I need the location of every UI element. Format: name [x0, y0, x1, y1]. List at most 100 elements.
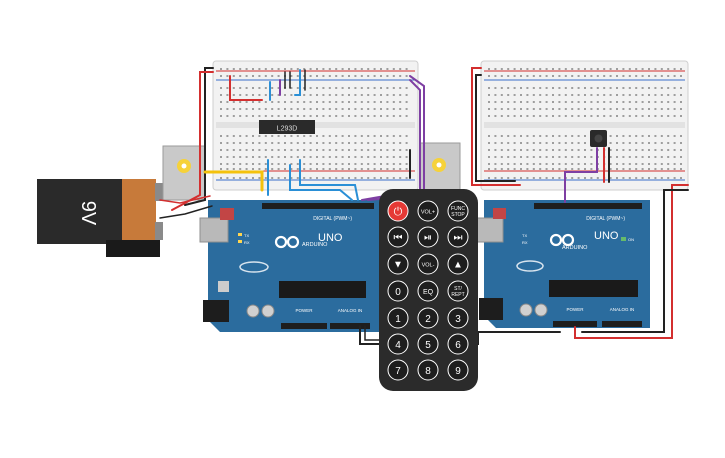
- dc-motor-right[interactable]: [419, 142, 461, 196]
- on-label: ON: [628, 237, 634, 242]
- breadboard-hole: [532, 177, 535, 179]
- breadboard-hole: [373, 94, 376, 96]
- breadboard-hole: [539, 75, 542, 77]
- breadboard-hole: [545, 75, 548, 77]
- remote-9-button[interactable]: 9: [447, 359, 469, 381]
- breadboard-hole: [373, 108, 376, 110]
- breadboard-hole: [552, 75, 554, 77]
- breadboard-hole: [654, 94, 657, 96]
- chip-label: L293D: [277, 126, 298, 133]
- crystal: [516, 260, 544, 272]
- remote-4-button[interactable]: 4: [387, 333, 409, 355]
- remote-power-button[interactable]: ⏻: [387, 200, 409, 222]
- remote-vol-down-button[interactable]: VOL-: [417, 253, 439, 275]
- rx-label: RX: [522, 240, 528, 245]
- breadboard-hole: [590, 87, 593, 89]
- breadboard-hole: [673, 135, 676, 137]
- remote-up-button[interactable]: ▲: [447, 253, 469, 275]
- remote-prev-button[interactable]: ⏮: [387, 226, 409, 248]
- breadboard-hole: [303, 135, 306, 137]
- breadboard-hole: [507, 108, 510, 110]
- breadboard-hole: [660, 168, 663, 170]
- breadboard-hole: [341, 156, 344, 158]
- svg-text:FUNC: FUNC: [451, 206, 465, 212]
- arduino-uno-right[interactable]: DIGITAL (PWM~) ARDUINO UNO TX RX ON POWE…: [475, 200, 650, 328]
- remote-0-button[interactable]: 0: [387, 280, 409, 302]
- breadboard-hole: [386, 142, 389, 144]
- breadboard-hole: [392, 163, 395, 165]
- breadboard-hole: [673, 149, 676, 151]
- breadboard-hole: [673, 156, 676, 158]
- l293d-chip[interactable]: L293D: [259, 120, 315, 134]
- reset-button[interactable]: [493, 208, 506, 219]
- breadboard-hole: [680, 87, 682, 89]
- right-breadboard[interactable]: [480, 60, 689, 191]
- breadboard-hole: [571, 163, 574, 165]
- remote-st-rept-button[interactable]: ST/ REPT: [447, 280, 469, 302]
- breadboard-hole: [590, 108, 593, 110]
- breadboard-hole: [290, 168, 293, 170]
- breadboard-hole: [622, 156, 625, 158]
- remote-eq-button[interactable]: EQ: [417, 280, 439, 302]
- remote-2-button[interactable]: 2: [417, 307, 439, 329]
- remote-7-button[interactable]: 7: [387, 359, 409, 381]
- breadboard-hole: [564, 156, 567, 158]
- breadboard-hole: [673, 142, 676, 144]
- breadboard-hole: [571, 142, 574, 144]
- remote-next-button[interactable]: ⏭: [447, 226, 469, 248]
- breadboard-hole: [609, 156, 612, 158]
- breadboard-hole: [648, 115, 650, 117]
- remote-down-button[interactable]: ▼: [387, 253, 409, 275]
- breadboard-hole: [635, 94, 638, 96]
- arduino-uno-left[interactable]: DIGITAL (PWM~) ARDUINO UNO TX RX POWER A…: [199, 200, 382, 332]
- remote-func-stop-button[interactable]: FUNC STOP: [447, 200, 469, 222]
- battery-9v[interactable]: 9V: [37, 179, 163, 257]
- breadboard-hole: [641, 135, 644, 137]
- breadboard-hole: [635, 101, 638, 103]
- breadboard-hole: [616, 94, 618, 96]
- breadboard-hole: [367, 156, 370, 158]
- breadboard-hole: [271, 115, 274, 117]
- power-icon: ⏻: [394, 206, 403, 218]
- breadboard-hole: [571, 68, 574, 70]
- breadboard-hole: [264, 108, 267, 110]
- breadboard-hole: [660, 87, 663, 89]
- breadboard-hole: [399, 108, 402, 110]
- breadboard-hole: [616, 115, 618, 117]
- breadboard-hole: [245, 168, 248, 170]
- breadboard-hole: [526, 94, 529, 96]
- breadboard-hole: [564, 168, 567, 170]
- breadboard-hole: [348, 68, 350, 70]
- breadboard-hole: [296, 101, 299, 103]
- remote-8-button[interactable]: 8: [417, 359, 439, 381]
- reset-button[interactable]: [220, 208, 234, 220]
- ir-receiver[interactable]: [590, 130, 607, 147]
- breadboard-hole: [564, 149, 567, 151]
- breadboard-hole: [603, 87, 606, 89]
- breadboard-hole: [284, 163, 286, 165]
- breadboard-hole: [616, 177, 618, 179]
- tx-label: TX: [244, 233, 249, 238]
- breadboard-hole: [622, 142, 625, 144]
- breadboard-hole: [648, 163, 650, 165]
- remote-1-button[interactable]: 1: [387, 307, 409, 329]
- remote-vol-up-button[interactable]: VOL+: [417, 200, 439, 222]
- breadboard-hole: [552, 142, 554, 144]
- breadboard-hole: [316, 149, 318, 151]
- remote-6-button[interactable]: 6: [447, 333, 469, 355]
- breadboard-hole: [590, 156, 593, 158]
- remote-3-button[interactable]: 3: [447, 307, 469, 329]
- breadboard-hole: [309, 75, 312, 77]
- breadboard-hole: [500, 115, 503, 117]
- breadboard-hole: [220, 163, 222, 165]
- breadboard-hole: [258, 156, 261, 158]
- dc-motor-left[interactable]: [162, 145, 206, 201]
- breadboard-hole: [520, 68, 522, 70]
- breadboard-hole: [648, 177, 650, 179]
- breadboard-hole: [507, 94, 510, 96]
- breadboard-hole: [303, 142, 306, 144]
- remote-5-button[interactable]: 5: [417, 333, 439, 355]
- breadboard-hole: [577, 68, 580, 70]
- remote-play-pause-button[interactable]: ⏯: [417, 226, 439, 248]
